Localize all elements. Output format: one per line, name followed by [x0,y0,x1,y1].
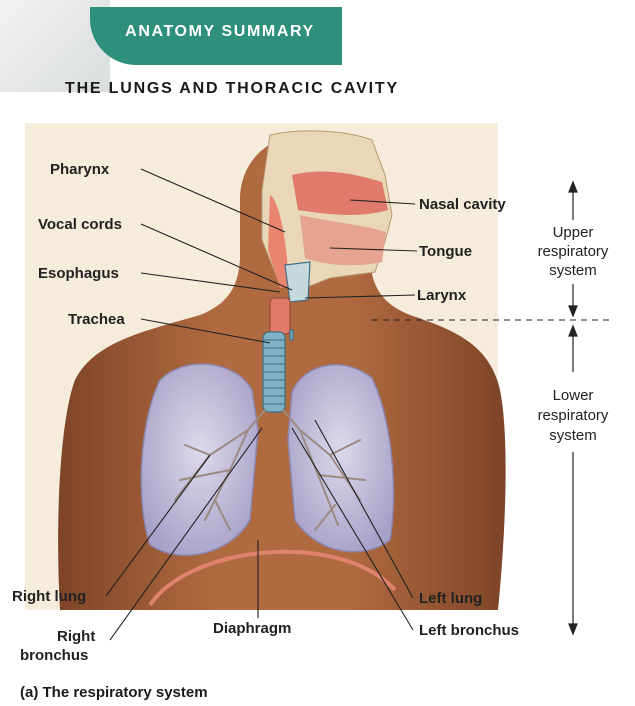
label-diaphragm: Diaphragm [213,620,291,637]
lower-region-line-1: Lower [553,387,594,404]
lower-region-label: Lower respiratory system [538,387,609,444]
figure-caption: (a) The respiratory system [20,684,208,701]
head-cross-section [262,131,392,290]
label-trachea: Trachea [68,311,125,328]
label-left-lung: Left lung [419,590,482,607]
label-larynx: Larynx [417,287,467,304]
label-right-bronchus-1: Right [57,628,95,645]
label-right-lung: Right lung [12,588,86,605]
upper-region-line-2: respiratory [538,243,609,260]
right-lung [141,364,258,555]
label-left-bronchus: Left bronchus [419,622,519,639]
label-vocal-cords: Vocal cords [38,216,122,233]
lower-region-line-3: system [549,427,597,444]
label-right-bronchus-2: bronchus [20,647,88,664]
label-nasal-cavity: Nasal cavity [419,196,506,213]
upper-region-line-1: Upper [553,224,594,241]
lower-region-line-2: respiratory [538,407,609,424]
upper-region-label: Upper respiratory system [538,224,609,279]
label-esophagus: Esophagus [38,265,119,282]
upper-region-line-3: system [549,262,597,279]
left-lung [288,365,393,552]
label-tongue: Tongue [419,243,472,260]
label-pharynx: Pharynx [50,161,110,178]
